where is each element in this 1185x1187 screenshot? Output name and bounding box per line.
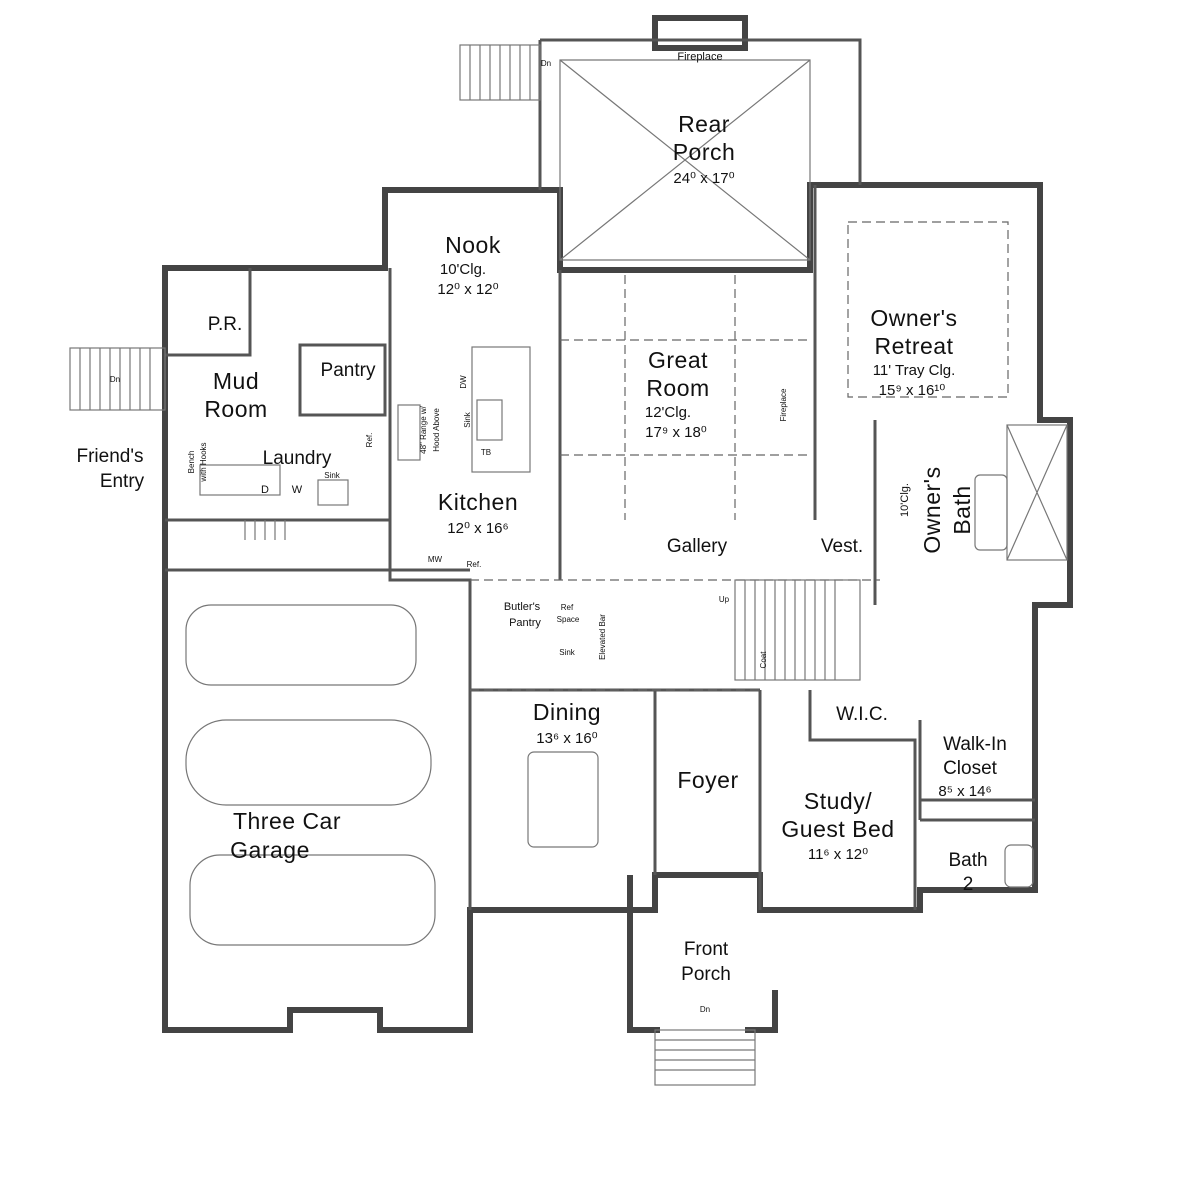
dashed-lines <box>470 59 1009 691</box>
pr-label: P.R. <box>208 314 243 335</box>
car-1 <box>185 604 417 686</box>
ref-space-label: Ref <box>561 603 574 612</box>
butlers-pantry-label: Butler's <box>504 601 541 613</box>
kitchen-island <box>471 346 531 473</box>
bath-2-label-2: 2 <box>963 874 974 895</box>
study-label: Study/ <box>804 788 872 814</box>
car-2 <box>185 719 432 806</box>
laundry-sink-label: Sink <box>324 471 341 480</box>
owners-bath-label: Owner's <box>919 466 945 553</box>
tb-label: TB <box>481 448 491 457</box>
front-porch-label-2: Porch <box>681 964 731 985</box>
nook-label: Nook <box>445 232 501 258</box>
range-label-2: Hood Above <box>432 408 441 452</box>
butlers-pantry-label-2: Pantry <box>509 617 541 629</box>
friends-entry-label: Friend's <box>77 446 144 467</box>
owners-retreat-label: Owner's <box>870 305 957 331</box>
great-room-ceiling: 12'Clg. <box>645 404 691 421</box>
front-porch-label: Front <box>684 939 729 960</box>
rear-porch-label: Rear <box>678 111 730 137</box>
dryer-label: D <box>261 484 269 496</box>
stairs <box>69 44 861 1086</box>
owners-retreat-ceiling: 11' Tray Clg. <box>873 362 956 379</box>
dining-dims: 13⁶ x 16⁰ <box>536 730 597 747</box>
elevated-bar-label: Elevated Bar <box>598 614 607 660</box>
vest-label: Vest. <box>821 536 863 557</box>
study-dims: 11⁶ x 12⁰ <box>808 846 868 863</box>
laundry-ref-label: Ref. <box>365 433 374 448</box>
foyer-label: Foyer <box>677 767 738 793</box>
nook-ceiling: 10'Clg. <box>440 261 486 278</box>
cars <box>185 604 436 946</box>
great-room-label-2: Room <box>646 375 709 401</box>
dn-label: Dn <box>541 59 551 68</box>
range-label: 48" Range w/ <box>419 405 428 454</box>
dining-table <box>527 751 599 848</box>
walk-in-closet-label-2: Closet <box>943 758 998 779</box>
rear-porch-tray <box>559 59 811 261</box>
rear-porch-dims: 24⁰ x 17⁰ <box>673 170 734 187</box>
island-sink <box>476 399 503 441</box>
garage-label-2: Garage <box>230 837 310 863</box>
laundry-label: Laundry <box>263 448 332 469</box>
rear-porch-label-2: Porch <box>673 139 736 165</box>
butler-sink-label: Sink <box>559 648 576 657</box>
garage-label: Three Car <box>233 808 341 834</box>
owners-bath-ceiling: 10'Clg. <box>899 483 911 517</box>
bath-2-label: Bath <box>948 850 987 871</box>
study-label-2: Guest Bed <box>781 816 894 842</box>
coat-label: Coat <box>759 651 768 669</box>
owners-retreat-label-2: Retreat <box>875 333 954 359</box>
dn-front-label: Dn <box>700 1005 710 1014</box>
dining-label: Dining <box>533 699 601 725</box>
kitchen-dims: 12⁰ x 16⁶ <box>447 520 508 537</box>
fixtures <box>199 346 1068 888</box>
up-label: Up <box>719 595 730 604</box>
pantry-label: Pantry <box>321 360 376 381</box>
wic-label: W.I.C. <box>836 704 888 725</box>
fireplace-2-label: Fireplace <box>779 388 788 421</box>
friends-entry-label-2: Entry <box>100 471 145 492</box>
kitchen-label: Kitchen <box>438 489 518 515</box>
gallery-label: Gallery <box>667 536 728 557</box>
mw-label: MW <box>428 555 443 564</box>
washer-label: W <box>292 484 303 496</box>
dw-label: DW <box>459 375 468 389</box>
bench-label: Bench <box>187 451 196 474</box>
ref-space-label-2: Space <box>557 615 580 624</box>
dn-side-label: Dn <box>110 375 120 384</box>
room-labels: Rear Porch 24⁰ x 17⁰ Fireplace Dn Nook 1… <box>77 51 1007 1014</box>
range <box>397 404 421 461</box>
nook-dims: 12⁰ x 12⁰ <box>437 281 498 298</box>
walk-in-closet-label: Walk-In <box>943 734 1007 755</box>
mud-room-label: Mud <box>213 368 259 394</box>
walk-in-closet-dims: 8⁵ x 14⁶ <box>938 783 991 800</box>
mud-room-label-2: Room <box>204 396 267 422</box>
great-room-label: Great <box>648 347 708 373</box>
island-sink-label: Sink <box>463 411 472 428</box>
kitchen-ref-label: Ref. <box>467 560 482 569</box>
fireplace-chimney <box>652 15 748 51</box>
great-room-dims: 17⁹ x 18⁰ <box>645 424 707 441</box>
owners-bath-label-2: Bath <box>949 485 975 534</box>
tub <box>974 474 1008 551</box>
car-3 <box>189 854 436 946</box>
owners-retreat-dims: 15⁹ x 16¹⁰ <box>879 382 946 399</box>
bench-label-2: with Hooks <box>199 442 208 482</box>
fireplace-label: Fireplace <box>677 51 722 63</box>
